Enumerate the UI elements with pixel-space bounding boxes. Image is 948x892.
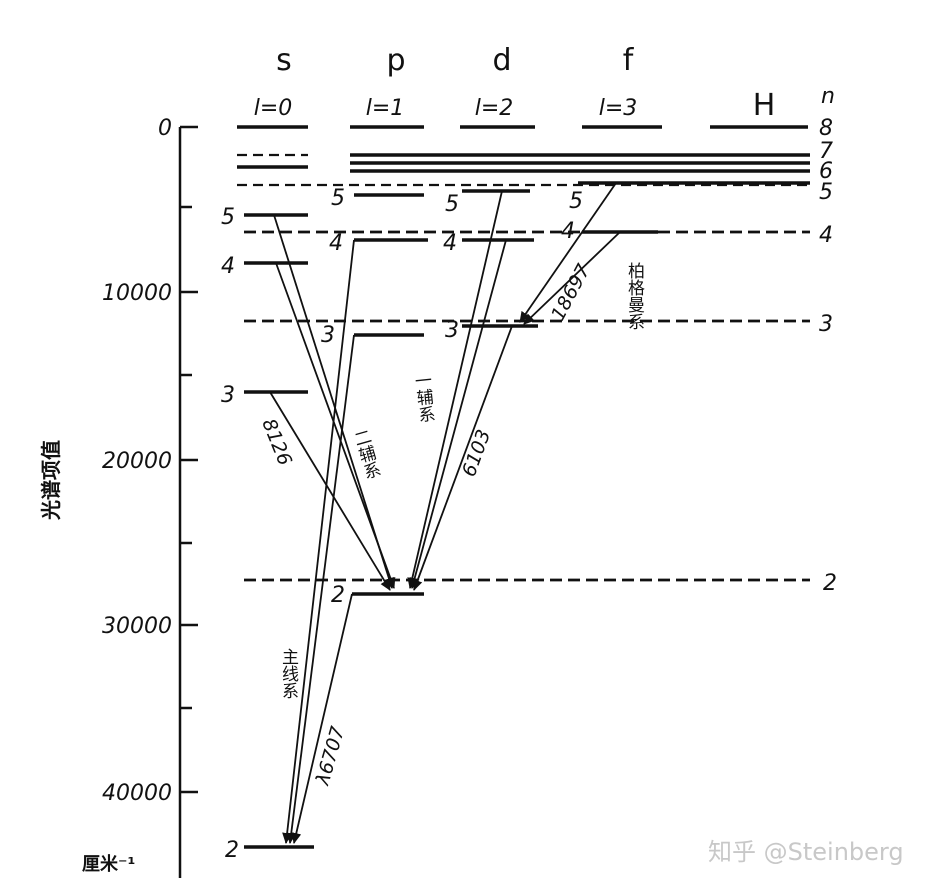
l-label-d: l=2 xyxy=(475,96,514,121)
column-head-d: d xyxy=(492,43,511,78)
wavelength-6103: 6103 xyxy=(458,427,495,480)
s-level-3: 3 xyxy=(221,383,235,408)
diffuse-series-label: 一辅系 xyxy=(410,371,436,424)
tick-label-10000: 10000 xyxy=(102,281,172,306)
p-level-4: 4 xyxy=(329,231,343,256)
s-level-4: 4 xyxy=(221,254,235,279)
column-head-h: H xyxy=(753,88,776,123)
p-level-5: 5 xyxy=(331,186,345,211)
column-head-s: s xyxy=(276,43,292,78)
n-header: n xyxy=(821,84,835,109)
p-level-3: 3 xyxy=(321,323,335,348)
p-level-2: 2 xyxy=(331,583,345,608)
axis-ticks xyxy=(180,125,198,794)
h-level-6: 6 xyxy=(819,159,833,184)
hydrogen-levels xyxy=(244,181,810,582)
tick-label-20000: 20000 xyxy=(102,449,172,474)
sharp-series-label: 二辅系 xyxy=(348,427,382,482)
high-n-cluster xyxy=(237,153,810,187)
d-levels xyxy=(462,189,538,328)
d-level-3: 3 xyxy=(445,318,459,343)
tick-label-30000: 30000 xyxy=(102,614,172,639)
l-label-f: l=3 xyxy=(599,96,638,121)
svg-text:二辅系: 二辅系 xyxy=(348,427,382,482)
column-head-f: f xyxy=(623,43,635,78)
h-level-7: 7 xyxy=(819,139,833,164)
tick-label-40000: 40000 xyxy=(102,781,172,806)
p-levels xyxy=(352,193,428,596)
h-level-8: 8 xyxy=(819,116,833,141)
h-level-5: 5 xyxy=(819,180,833,205)
l-label-s: l=0 xyxy=(254,96,293,121)
axis-unit-label: 厘米⁻¹ xyxy=(82,853,135,875)
d-level-5: 5 xyxy=(445,192,459,217)
bergmann-series-label: 柏格曼系 xyxy=(624,262,645,330)
tick-label-0: 0 xyxy=(158,116,172,141)
l-label-p: l=1 xyxy=(366,96,405,121)
h-level-2: 2 xyxy=(823,571,837,596)
h-level-4: 4 xyxy=(819,223,833,248)
s-level-2: 2 xyxy=(225,838,239,863)
f-level-5: 5 xyxy=(569,189,583,214)
f-levels xyxy=(578,181,658,234)
svg-text:一辅系: 一辅系 xyxy=(410,371,436,424)
wavelength-6707: λ6707 xyxy=(311,724,349,788)
wavelength-18697: 18697 xyxy=(547,261,595,325)
principal-series-label: 主线系 xyxy=(278,648,299,699)
s-level-5: 5 xyxy=(221,205,235,230)
d-level-4: 4 xyxy=(443,231,457,256)
axis-title: 光谱项值 xyxy=(39,440,63,521)
column-head-p: p xyxy=(386,43,405,78)
h-level-3: 3 xyxy=(819,312,833,337)
watermark: 知乎 @Steinberg xyxy=(708,838,904,866)
transition-arrows xyxy=(269,182,621,844)
